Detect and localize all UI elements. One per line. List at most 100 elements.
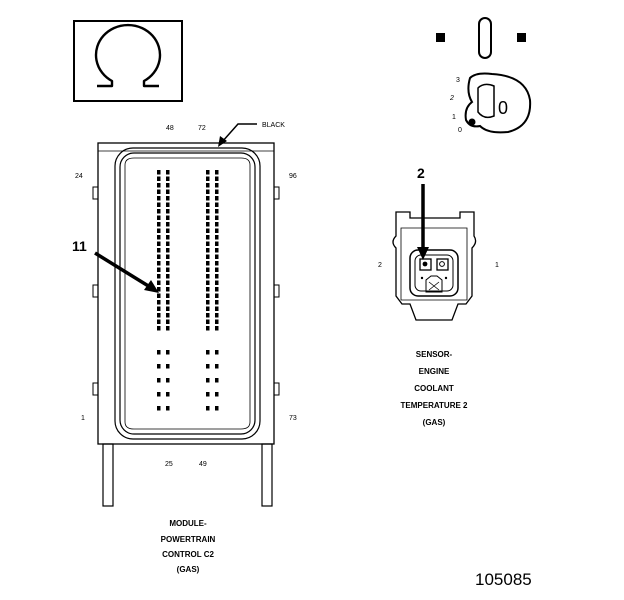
- key-position-3: 3: [456, 77, 460, 84]
- pin-cavity: [166, 392, 170, 397]
- pin-cavity: [166, 313, 170, 318]
- pin-cavity: [157, 378, 161, 383]
- pin-cavity: [206, 287, 210, 292]
- pcm-pin-grid: [157, 170, 219, 411]
- pin-cavity: [206, 364, 210, 369]
- pcm-caption-line-3: CONTROL C2: [162, 550, 214, 559]
- pin-cavity: [215, 189, 219, 194]
- pin-cavity: [215, 176, 219, 181]
- pin-cavity: [166, 293, 170, 298]
- pin-cavity: [157, 228, 161, 233]
- pin-cavity: [215, 313, 219, 318]
- ignition-key-icon: 3 2 1 0 0: [436, 17, 532, 134]
- pin-cavity: [166, 319, 170, 324]
- pin-cavity: [157, 176, 161, 181]
- pin-cavity: [166, 222, 170, 227]
- pin-cavity: [206, 306, 210, 311]
- pin-cavity: [206, 222, 210, 227]
- pin-cavity: [157, 319, 161, 324]
- pin-cavity: [215, 267, 219, 272]
- pin-cavity: [206, 326, 210, 331]
- pin-cavity: [157, 261, 161, 266]
- key-position-1: 1: [452, 114, 456, 121]
- pin-cavity: [157, 326, 161, 331]
- pin-cavity: [166, 241, 170, 246]
- pin-label-48: 48: [166, 125, 174, 132]
- ect-pin-label-1: 1: [495, 262, 499, 269]
- pin-cavity: [206, 392, 210, 397]
- pin-cavity: [206, 235, 210, 240]
- pin-cavity: [166, 196, 170, 201]
- pin-cavity: [206, 189, 210, 194]
- pin-cavity: [206, 300, 210, 305]
- key-position-2: 2: [449, 95, 454, 102]
- pin-label-72: 72: [198, 125, 206, 132]
- pin-label-49: 49: [199, 461, 207, 468]
- pin-cavity: [215, 241, 219, 246]
- pin-label-1: 1: [81, 415, 85, 422]
- pin-cavity: [206, 293, 210, 298]
- pin-cavity: [206, 215, 210, 220]
- pin-cavity: [215, 306, 219, 311]
- figure-number: 105085: [475, 570, 532, 589]
- pin-cavity: [215, 215, 219, 220]
- pin-cavity: [166, 350, 170, 355]
- pin-cavity: [157, 274, 161, 279]
- pin-cavity: [215, 202, 219, 207]
- pin-cavity: [166, 189, 170, 194]
- ect-callout-pin-2: 2: [417, 165, 425, 181]
- pin-cavity: [206, 196, 210, 201]
- pin-cavity: [215, 319, 219, 324]
- key-readout: 0: [498, 98, 508, 118]
- pin-cavity: [206, 241, 210, 246]
- pin-cavity: [166, 274, 170, 279]
- pin-cavity: [206, 319, 210, 324]
- pin-cavity: [215, 350, 219, 355]
- ect-pin-label-2: 2: [378, 262, 382, 269]
- pin-cavity: [157, 300, 161, 305]
- pin-cavity: [206, 350, 210, 355]
- pin-cavity: [157, 248, 161, 253]
- pin-cavity: [215, 170, 219, 175]
- pin-cavity: [215, 248, 219, 253]
- pin-cavity: [166, 202, 170, 207]
- ohm-symbol-text: Ω: [0, 0, 1, 1]
- pin-cavity: [206, 313, 210, 318]
- pin-cavity: [206, 248, 210, 253]
- pin-cavity: [157, 350, 161, 355]
- key-position-0: 0: [458, 127, 462, 134]
- pcm-callout-pin-11: 11: [72, 238, 87, 254]
- pin-cavity: [157, 254, 161, 259]
- pin-cavity: [206, 274, 210, 279]
- pin-cavity: [206, 209, 210, 214]
- pin-cavity: [166, 215, 170, 220]
- pin-cavity: [157, 293, 161, 298]
- pin-cavity: [215, 280, 219, 285]
- pin-cavity: [157, 189, 161, 194]
- pin-cavity: [166, 183, 170, 188]
- pin-cavity: [215, 274, 219, 279]
- pin-cavity: [166, 254, 170, 259]
- pin-cavity: [215, 261, 219, 266]
- ohmmeter-symbol-icon: Ω: [0, 0, 183, 102]
- pin-cavity: [166, 364, 170, 369]
- pin-cavity: [157, 306, 161, 311]
- pin-label-96: 96: [289, 173, 297, 180]
- pin-cavity: [166, 248, 170, 253]
- pin-cavity: [157, 392, 161, 397]
- pin-cavity: [215, 183, 219, 188]
- pin-cavity: [215, 378, 219, 383]
- pin-cavity: [215, 364, 219, 369]
- pin-label-25: 25: [165, 461, 173, 468]
- pcm-connector: 48 72 24 96 1 73 25 49 BLACK 11 MODULE- …: [72, 122, 297, 574]
- pin-cavity: [157, 170, 161, 175]
- pin-cavity: [206, 280, 210, 285]
- pin-cavity: [157, 287, 161, 292]
- pin-cavity: [166, 209, 170, 214]
- pin-cavity: [166, 176, 170, 181]
- ect-sensor-connector: 2 2 1 SENSOR- ENGINE COOLANT TEMPERATURE…: [378, 165, 499, 427]
- pin-cavity: [157, 196, 161, 201]
- ect-caption-line-4: TEMPERATURE 2: [401, 401, 469, 410]
- pin-cavity: [215, 326, 219, 331]
- pin-cavity: [166, 235, 170, 240]
